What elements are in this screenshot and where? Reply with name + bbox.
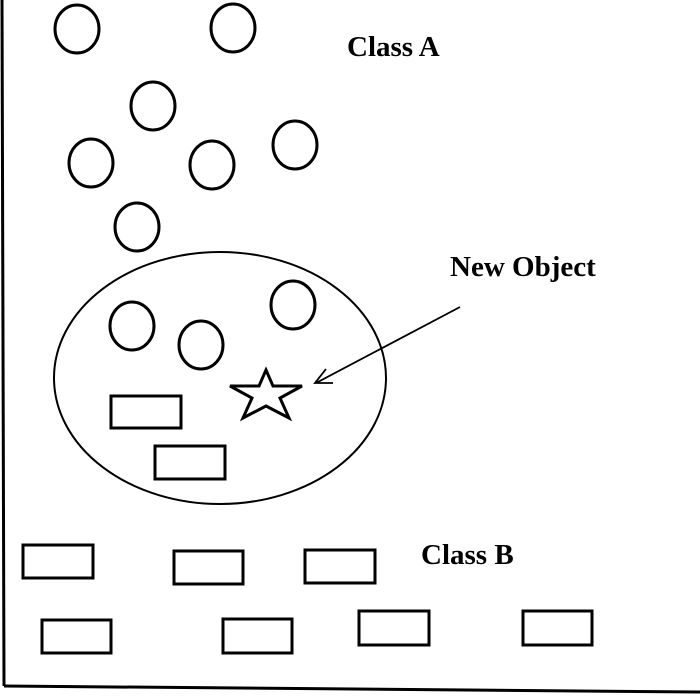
class-b-rectangle	[40, 618, 113, 655]
class-a-circle	[108, 300, 156, 352]
class-b-rectangle	[109, 394, 183, 430]
new-object-label: New Object	[450, 251, 596, 283]
frame-left-border	[0, 0, 6, 687]
class-a-circle	[188, 139, 236, 191]
class-b-rectangle	[172, 549, 245, 586]
class-b-rectangle	[21, 543, 95, 580]
class-b-rectangle	[303, 548, 377, 585]
arrow-shaft	[315, 306, 461, 384]
new-object-star	[229, 366, 303, 422]
class-a-circle	[113, 201, 161, 253]
class-b-rectangle	[521, 609, 594, 647]
class-a-label: Class A	[347, 31, 440, 63]
neighborhood-ellipse	[53, 251, 387, 505]
class-a-circle	[129, 80, 177, 132]
class-a-circles-in-neighborhood	[108, 279, 317, 371]
class-a-circle	[269, 279, 317, 331]
class-b-label: Class B	[421, 539, 514, 571]
arrow-head	[313, 368, 333, 384]
class-a-circle	[271, 119, 319, 171]
class-b-rectangle	[357, 609, 431, 647]
class-a-circles	[53, 2, 319, 253]
class-a-circle	[53, 3, 101, 55]
class-b-rectangle	[153, 444, 227, 481]
class-b-rectangles	[21, 543, 594, 655]
class-b-rectangle	[221, 617, 294, 655]
class-a-circle	[209, 2, 257, 54]
class-a-circle	[67, 137, 115, 189]
class-a-circle	[177, 319, 225, 371]
frame-bottom-border	[3, 684, 700, 694]
class-b-rects-in-neighborhood	[109, 394, 227, 481]
